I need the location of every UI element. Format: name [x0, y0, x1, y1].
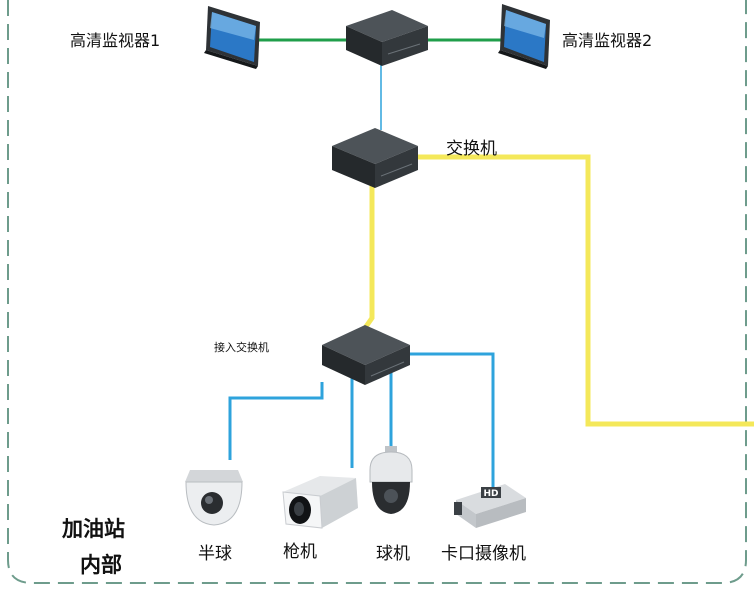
recorder-icon	[346, 10, 428, 66]
access-switch-label: 接入交换机	[214, 341, 269, 354]
access-switch-icon	[322, 325, 410, 385]
monitor-2-label: 高清监视器2	[562, 31, 653, 50]
monitor-1-icon	[204, 6, 260, 69]
link-core-to-access	[362, 180, 375, 330]
site-boundary	[7, 0, 747, 584]
link-access-to-checkpoint	[410, 352, 495, 492]
zone-label-line2: 内部	[80, 552, 122, 577]
checkpoint-camera-icon: HD	[454, 484, 526, 528]
hd-badge: HD	[483, 489, 498, 499]
checkpoint-camera-label: 卡口摄像机	[441, 544, 526, 564]
speed-dome-camera-icon	[369, 446, 413, 514]
bullet-camera-label: 枪机	[283, 542, 317, 562]
core-switch-icon	[332, 128, 418, 188]
dome-camera-label: 半球	[198, 544, 232, 564]
bullet-camera-icon	[282, 476, 358, 529]
core-switch-label: 交换机	[446, 139, 497, 159]
monitor-2-icon	[498, 4, 550, 69]
dome-camera-icon	[185, 470, 243, 526]
speed-dome-camera-label: 球机	[376, 544, 410, 564]
link-core-to-external	[418, 154, 754, 427]
monitor-1-label: 高清监视器1	[70, 31, 161, 50]
zone-label-line1: 加油站	[62, 516, 125, 541]
links	[228, 38, 754, 492]
link-access-to-dome	[228, 382, 324, 460]
